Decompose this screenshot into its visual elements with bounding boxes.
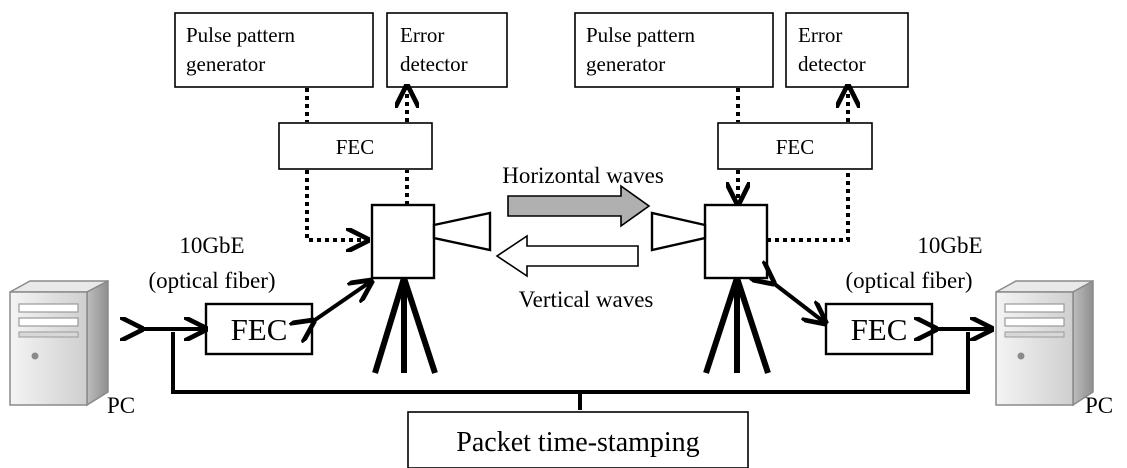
right-camera-to-fec-line bbox=[767, 170, 850, 242]
left-fec-to-camera-arrow bbox=[305, 170, 366, 240]
right-fec-large: FEC bbox=[824, 302, 934, 356]
left-ppg-label-1: Pulse pattern bbox=[186, 23, 296, 47]
right-link-label-2: (optical fiber) bbox=[845, 268, 972, 293]
right-err-label-2: detector bbox=[798, 52, 866, 76]
horizontal-waves-label: Horizontal waves bbox=[502, 163, 664, 188]
right-fec-small: FEC bbox=[717, 122, 873, 170]
vertical-waves-arrow bbox=[495, 234, 639, 278]
right-link-label-1: 10GbE bbox=[917, 233, 982, 258]
left-pc-icon bbox=[9, 279, 109, 407]
packet-time-stamping-label: Packet time-stamping bbox=[456, 427, 699, 458]
left-err-label-2: detector bbox=[400, 52, 468, 76]
left-fec-camera-link-arrow bbox=[312, 282, 370, 322]
left-link-label-2: (optical fiber) bbox=[148, 268, 275, 293]
left-pulse-pattern-generator: Pulse pattern generator bbox=[174, 12, 374, 88]
right-error-detector: Error detector bbox=[785, 12, 909, 88]
left-fec-large: FEC bbox=[204, 302, 314, 356]
right-pc-icon bbox=[995, 279, 1094, 407]
left-err-label-1: Error bbox=[400, 23, 444, 47]
right-antenna-horn bbox=[650, 211, 707, 252]
right-tripod-leg bbox=[734, 277, 771, 374]
right-pulse-pattern-generator: Pulse pattern generator bbox=[574, 12, 774, 88]
left-ppg-label-2: generator bbox=[186, 52, 265, 76]
vertical-waves-label: Vertical waves bbox=[519, 287, 654, 312]
right-ppg-label-2: generator bbox=[586, 52, 665, 76]
right-tripod-leg bbox=[703, 277, 740, 374]
left-link-label-1: 10GbE bbox=[179, 233, 244, 258]
left-fec-small: FEC bbox=[278, 122, 433, 170]
left-pc-label: PC bbox=[107, 393, 135, 418]
left-error-detector: Error detector bbox=[386, 12, 508, 88]
left-transceiver bbox=[370, 203, 492, 374]
right-fec-large-label: FEC bbox=[851, 312, 908, 347]
right-transceiver bbox=[650, 203, 771, 374]
packet-time-stamping-box: Packet time-stamping bbox=[407, 411, 749, 468]
left-tripod-leg bbox=[401, 277, 438, 374]
left-fec-small-label: FEC bbox=[336, 135, 375, 159]
timestamp-bus-line bbox=[171, 332, 970, 394]
left-antenna-horn bbox=[432, 211, 492, 252]
right-camera-fec-link-arrow bbox=[772, 282, 824, 322]
right-fec-small-label: FEC bbox=[776, 135, 815, 159]
right-ppg-label-1: Pulse pattern bbox=[586, 23, 696, 47]
left-tripod-leg bbox=[372, 277, 407, 374]
left-fec-large-label: FEC bbox=[231, 312, 288, 347]
right-err-label-1: Error bbox=[798, 23, 842, 47]
horizontal-waves-arrow bbox=[507, 184, 651, 228]
right-pc-label: PC bbox=[1085, 393, 1113, 418]
